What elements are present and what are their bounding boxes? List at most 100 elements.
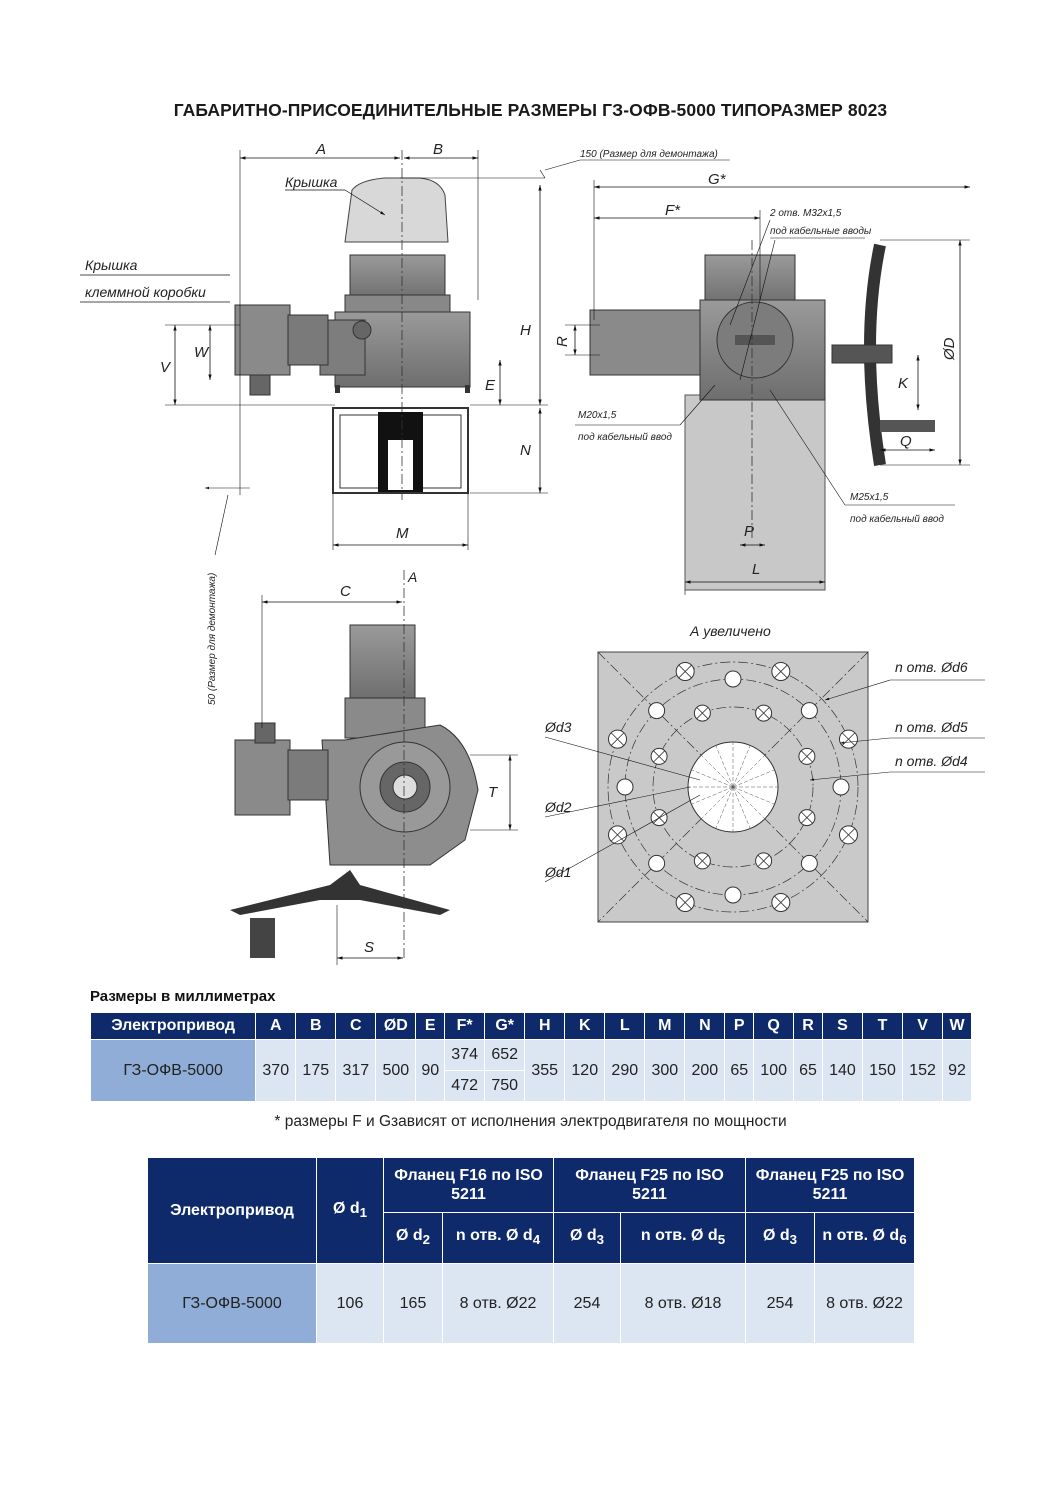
flange-hole bbox=[800, 702, 818, 720]
cell-d3a: 254 bbox=[553, 1263, 621, 1344]
col-header: V bbox=[902, 1012, 944, 1040]
cell-d1: 106 bbox=[316, 1263, 384, 1344]
d2-label: Ød2 bbox=[544, 799, 572, 815]
col-header-n-d6: n отв. Ø d6 bbox=[814, 1212, 915, 1264]
flange-hole-cross bbox=[653, 811, 665, 824]
dim-f-label: F* bbox=[665, 202, 681, 219]
cell-d: 500 bbox=[375, 1039, 417, 1102]
col-header: E bbox=[415, 1012, 446, 1040]
cell-b: 175 bbox=[295, 1039, 337, 1102]
d5-subscript: 5 bbox=[717, 1232, 726, 1248]
cell-h: 355 bbox=[524, 1039, 566, 1102]
m32-label: 2 отв. M32x1,5 bbox=[769, 208, 842, 219]
cell-g-2: 750 bbox=[484, 1070, 526, 1102]
group-header-2: Фланец F25 по ISO 5211 bbox=[553, 1157, 746, 1213]
cover-label: Крышка bbox=[285, 174, 338, 190]
center-ray bbox=[732, 786, 751, 829]
d1-label: Ød1 bbox=[544, 864, 571, 880]
center-ray bbox=[701, 786, 734, 819]
cell-g-1: 652 bbox=[484, 1039, 526, 1071]
page-title: ГАБАРИТНО-ПРИСОЕДИНИТЕЛЬНЫЕ РАЗМЕРЫ ГЗ-О… bbox=[173, 100, 888, 120]
d3-label: Ød3 bbox=[544, 719, 572, 735]
d5-label: n отв. Ød5 bbox=[895, 719, 968, 735]
flange-hole-cross bbox=[610, 732, 625, 746]
cell-n-d4: 8 отв. Ø22 bbox=[442, 1263, 554, 1344]
cell-w: 92 bbox=[942, 1039, 972, 1102]
cell-d2: 165 bbox=[383, 1263, 443, 1344]
flange-hole-cross bbox=[678, 664, 692, 679]
cell-e: 90 bbox=[415, 1039, 446, 1102]
dim-m-label: M bbox=[396, 525, 409, 542]
cell-c: 317 bbox=[335, 1039, 377, 1102]
center-ray bbox=[732, 786, 775, 805]
group-header-1: Фланец F16 по ISO 5211 bbox=[383, 1157, 554, 1213]
col-header-d3b: Ø d3 bbox=[745, 1212, 815, 1264]
col-header: C bbox=[335, 1012, 377, 1040]
d2-subscript: 2 bbox=[422, 1232, 431, 1248]
drive-name-cell: ГЗ-ОФВ-5000 bbox=[89, 1039, 257, 1102]
flange-table-header-1: Электропривод Ø d1 Фланец F16 по ISO 521… bbox=[147, 1157, 915, 1264]
d3a-symbol: Ø d bbox=[569, 1227, 597, 1245]
side-view: G* F* 2 отв. M32x1,5 под кабельные вводы… bbox=[554, 171, 970, 595]
flange-hole-cross bbox=[696, 707, 709, 719]
dim-k-label: K bbox=[898, 375, 909, 392]
center-ray bbox=[732, 755, 765, 788]
n-d5-symbol: n отв. Ø d bbox=[640, 1227, 718, 1245]
dim-h-label: H bbox=[520, 322, 531, 339]
flange-hole-cross bbox=[841, 828, 856, 842]
m25-sub-label: под кабельный ввод bbox=[850, 513, 944, 525]
d3a-subscript: 3 bbox=[596, 1232, 605, 1248]
col-header: G* bbox=[484, 1012, 526, 1040]
m20-sub-label: под кабельный ввод bbox=[578, 431, 672, 443]
dim-s-label: S bbox=[364, 939, 374, 956]
d4-label: n отв. Ød4 bbox=[895, 753, 968, 769]
dim-w-label: W bbox=[194, 344, 210, 361]
cell-n-d6: 8 отв. Ø22 bbox=[814, 1263, 915, 1344]
cell-d3b: 254 bbox=[745, 1263, 815, 1344]
view-arrow-label: A bbox=[407, 569, 417, 585]
col-header-n-d4: n отв. Ø d4 bbox=[442, 1212, 554, 1264]
footnote: * размеры F и Gзависят от исполнения эле… bbox=[274, 1113, 787, 1130]
dimensions-table-header: Электропривод A B C ØD E F* G* H K L M N… bbox=[89, 1012, 972, 1040]
dim-p-label: P bbox=[744, 523, 754, 540]
n-d6-symbol: n отв. Ø d bbox=[822, 1227, 900, 1245]
group-header-3: Фланец F25 по ISO 5211 bbox=[745, 1157, 915, 1213]
flange-holes bbox=[608, 662, 858, 912]
drive-name-cell: ГЗ-ОФВ-5000 bbox=[147, 1263, 317, 1344]
dim-v-label: V bbox=[160, 359, 172, 376]
col-header: K bbox=[564, 1012, 606, 1040]
dismount-150-label: 150 (Размер для демонтажа) bbox=[580, 149, 718, 160]
d3b-symbol: Ø d bbox=[762, 1227, 790, 1245]
col-header: H bbox=[524, 1012, 566, 1040]
center-ray bbox=[691, 769, 734, 788]
bottom-view: C A T S bbox=[230, 569, 518, 965]
col-header: B bbox=[295, 1012, 337, 1040]
flange-hole-cross bbox=[774, 895, 788, 910]
d3b-subscript: 3 bbox=[789, 1232, 798, 1248]
col-header: T bbox=[861, 1012, 904, 1040]
cell-s: 140 bbox=[821, 1039, 863, 1102]
cell-q: 100 bbox=[753, 1039, 795, 1102]
view-a-label: А увеличено bbox=[689, 623, 771, 639]
col-header: M bbox=[644, 1012, 686, 1040]
center-ray bbox=[715, 745, 734, 788]
flange-hole-cross bbox=[757, 855, 770, 867]
col-header: N bbox=[684, 1012, 726, 1040]
m20-label: M20x1,5 bbox=[578, 410, 617, 421]
col-header: S bbox=[821, 1012, 863, 1040]
col-header-drive: Электропривод bbox=[147, 1157, 317, 1264]
dim-a-label: A bbox=[315, 141, 326, 158]
flange-hole-cross bbox=[774, 664, 788, 679]
flange-hole-cross bbox=[696, 855, 709, 867]
center-ray bbox=[715, 786, 734, 829]
table-row: 472 750 bbox=[91, 1070, 972, 1102]
col-header: ØD bbox=[375, 1012, 417, 1040]
d4-subscript: 4 bbox=[532, 1232, 541, 1248]
col-header: W bbox=[942, 1012, 972, 1040]
col-header: R bbox=[793, 1012, 823, 1040]
cell-r: 65 bbox=[793, 1039, 823, 1102]
col-header: Электропривод bbox=[89, 1012, 257, 1040]
d1-symbol: Ø d bbox=[332, 1199, 360, 1217]
d6-subscript: 6 bbox=[899, 1232, 907, 1248]
table-row: ГЗ-ОФВ-5000 370 175 317 500 90 374 652 3… bbox=[89, 1039, 972, 1102]
